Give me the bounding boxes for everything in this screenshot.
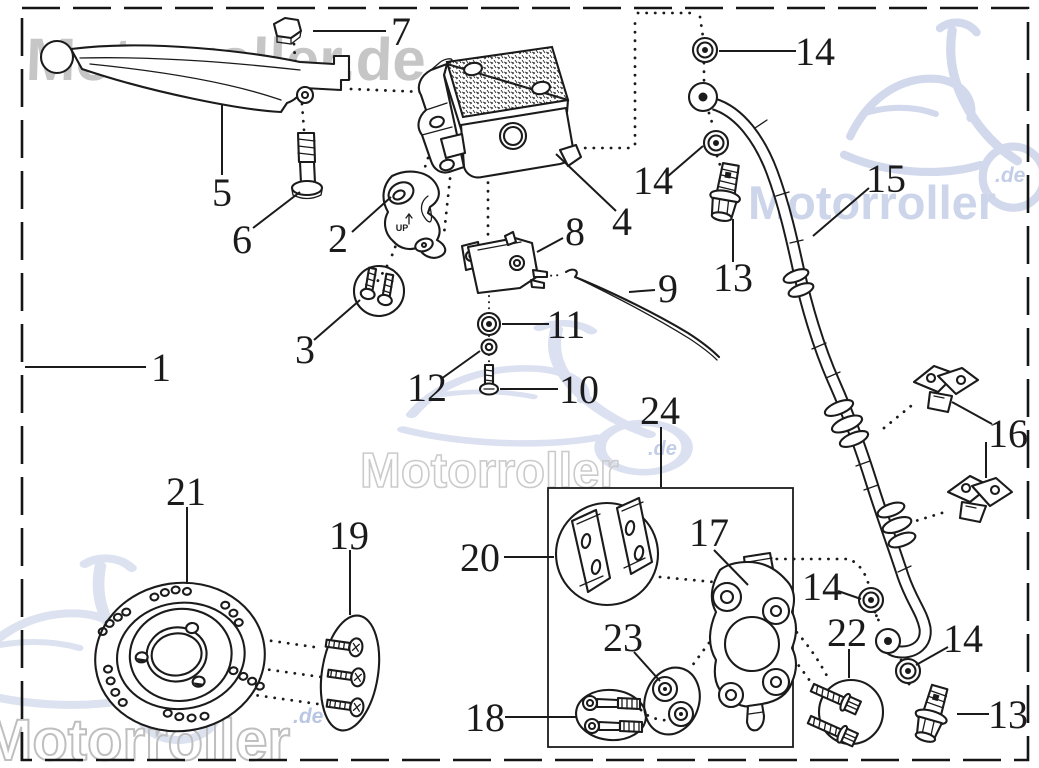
watermark-domain-top-right: .de [995,164,1026,187]
assembly-frame-border [20,6,1030,762]
callout-18: 18 [465,695,505,740]
pivot-bolt [290,131,324,200]
callout-leader-lines [25,30,993,718]
callout-2: 2 [328,216,348,261]
switch-screw [478,363,500,396]
callout-24: 24 [640,388,680,433]
clamp-screws [352,264,406,318]
callout-12: 12 [407,365,447,410]
callout-11: 11 [547,302,586,347]
callout-14: 14 [943,616,983,661]
callout-19: 19 [329,513,369,558]
brake-hose [687,81,932,659]
callout-14: 14 [802,564,842,609]
callout-9: 9 [658,266,678,311]
banjo-bolt [914,683,949,743]
callout-17: 17 [689,510,729,555]
callout-14: 14 [795,29,835,74]
callout-22: 22 [827,610,867,655]
callout-7: 7 [391,9,411,54]
callout-20: 20 [460,535,500,580]
callout-3: 3 [295,327,315,372]
caliper-bolts [806,678,885,748]
sealing-washer [894,657,922,685]
callout-15: 15 [866,156,906,201]
callout-8: 8 [565,209,585,254]
brake-light-switch [460,230,549,295]
callout-5: 5 [212,170,232,215]
brake-caliper [708,551,798,732]
callout-4: 4 [612,199,632,244]
callout-21: 21 [166,469,206,514]
caliper-bushings [643,666,701,736]
brake-pads [554,496,660,607]
callout-14: 14 [633,158,673,203]
brake-disc [94,581,266,733]
callout-13: 13 [713,255,753,300]
switch-spring [564,268,721,361]
pivot-nut [272,16,303,45]
clamp-up-marking: UP [396,223,409,233]
callout-13: 13 [988,692,1028,737]
callout-6: 6 [232,217,252,262]
watermark-brand-middle: Motorroller [360,444,619,498]
hose-bracket [912,364,980,414]
handlebar-clamp: UP [382,170,447,259]
master-cylinder [417,45,583,179]
switch-washer [476,311,502,337]
callout-numbers: 1 2 3 4 5 6 7 8 9 10 11 12 13 13 14 14 1… [151,9,1028,740]
callout-16: 16 [988,411,1028,456]
sealing-washer [691,36,719,64]
sealing-washer [857,586,885,614]
banjo-bolt [709,161,741,222]
callout-1: 1 [151,345,171,390]
callout-23: 23 [603,615,643,660]
sealing-washer [702,129,730,157]
brake-lever [39,39,351,114]
watermark-domain-bottom-left: .de [293,705,324,728]
pad-pins [575,688,647,742]
disc-screws [319,614,381,732]
callout-10: 10 [559,367,599,412]
watermark-domain-middle: .de [648,438,677,460]
small-washer [480,338,498,356]
hose-bracket [946,474,1014,524]
